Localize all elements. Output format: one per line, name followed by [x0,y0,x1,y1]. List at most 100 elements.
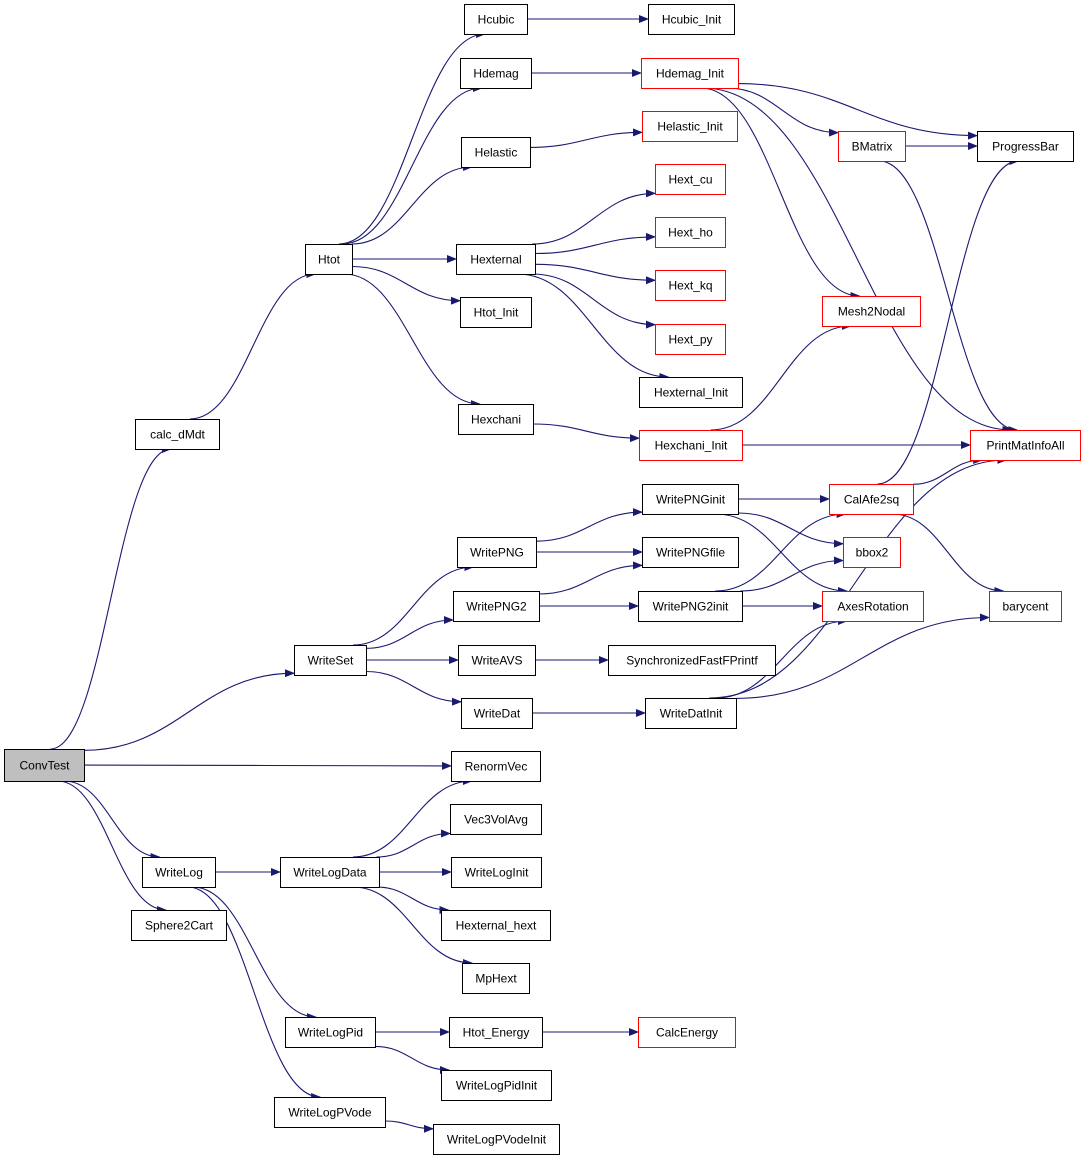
node-WritePNG2[interactable]: WritePNG2 [453,591,540,622]
node-Helastic[interactable]: Helastic [461,137,531,168]
edge-Htot-to-Hdemag [341,84,483,245]
node-WriteLogPidInit[interactable]: WriteLogPidInit [441,1070,552,1101]
node-box-WriteAVS [458,645,536,676]
node-Hexternal[interactable]: Hexternal [456,244,536,275]
node-Hexternal_hext[interactable]: Hexternal_hext [441,910,551,941]
node-WriteDat[interactable]: WriteDat [461,698,533,729]
edge-WriteSet-to-WriteDat [365,670,462,706]
edge-Helastic-to-Helastic_Init [529,128,643,148]
node-box-Hexternal_Init [639,377,743,408]
node-label-Helastic: Helastic [475,146,518,160]
node-WriteAVS[interactable]: WriteAVS [458,645,536,676]
node-MpHext[interactable]: MpHext [462,963,530,994]
edge-Hexternal-to-Hext_cu [531,189,656,245]
node-box-Hdemag [460,58,532,89]
node-label-Htot_Energy: Htot_Energy [463,1026,530,1040]
edge-Htot-to-Hcubic [338,30,487,245]
node-label-WriteLogPid: WriteLogPid [298,1026,363,1040]
node-Hdemag_Init[interactable]: Hdemag_Init [641,58,739,89]
node-label-WriteDat: WriteDat [474,707,521,721]
node-box-CalAfe2sq [829,484,914,515]
node-Hcubic_Init[interactable]: Hcubic_Init [648,4,735,35]
node-bbox2[interactable]: bbox2 [843,537,901,568]
node-label-Hexchani: Hexchani [471,413,521,427]
node-ProgressBar[interactable]: ProgressBar [977,131,1074,162]
node-box-Mesh2Nodal [822,296,921,327]
node-box-PrintMatInfoAll [970,430,1081,461]
node-Hext_ho[interactable]: Hext_ho [655,217,726,248]
node-Htot_Init[interactable]: Htot_Init [460,297,532,328]
node-WriteLogPVodeInit[interactable]: WriteLogPVodeInit [433,1124,560,1155]
node-label-WriteSet: WriteSet [308,654,354,668]
node-label-Vec3VolAvg: Vec3VolAvg [464,813,528,827]
node-label-Hdemag: Hdemag [473,67,518,81]
edge-CalAfe2sq-to-barycent [892,513,1005,595]
edge-WriteLogData-to-MpHext [352,886,473,967]
node-Hext_py[interactable]: Hext_py [655,324,726,355]
node-Hext_cu[interactable]: Hext_cu [655,164,726,195]
node-WriteLogData[interactable]: WriteLogData [280,857,380,888]
edge-WriteLog-to-WriteLogPid [192,886,317,1021]
node-CalcEnergy[interactable]: CalcEnergy [638,1017,736,1048]
node-WritePNG2init[interactable]: WritePNG2init [638,591,743,622]
node-label-Hext_cu: Hext_cu [668,173,712,187]
node-WriteLog[interactable]: WriteLog [142,857,216,888]
node-WriteLogPid[interactable]: WriteLogPid [285,1017,376,1048]
node-barycent[interactable]: barycent [989,591,1062,622]
node-label-barycent: barycent [1002,600,1049,614]
node-Vec3VolAvg[interactable]: Vec3VolAvg [450,804,542,835]
node-Hexchani[interactable]: Hexchani [458,404,534,435]
node-label-calc_dMdt: calc_dMdt [150,428,205,442]
edge-WriteSet-to-WritePNG [353,563,475,646]
edge-Hdemag_Init-to-Mesh2Nodal [700,87,861,300]
node-WritePNGfile[interactable]: WritePNGfile [642,537,739,568]
node-WriteLogInit[interactable]: WriteLogInit [451,857,542,888]
node-WritePNG[interactable]: WritePNG [457,537,537,568]
node-BMatrix[interactable]: BMatrix [838,131,906,162]
node-Mesh2Nodal[interactable]: Mesh2Nodal [822,296,921,327]
edge-ConvTest-to-RenormVec [83,761,452,770]
node-box-WriteDat [461,698,533,729]
node-WritePNGinit[interactable]: WritePNGinit [642,484,739,515]
node-box-WriteSet [294,645,367,676]
node-WriteDatInit[interactable]: WriteDatInit [645,698,737,729]
node-Hexchani_Init[interactable]: Hexchani_Init [639,430,743,461]
node-WriteSet[interactable]: WriteSet [294,645,367,676]
node-box-Hext_ho [655,217,726,248]
node-Helastic_Init[interactable]: Helastic_Init [642,111,738,142]
node-box-Hexchani_Init [639,430,743,461]
edge-WriteDatInit-to-barycent [735,613,990,699]
node-calc_dMdt[interactable]: calc_dMdt [135,419,220,450]
node-box-SynchronizedFastFPrintf [608,645,776,676]
node-box-Hexternal [456,244,536,275]
node-Htot[interactable]: Htot [305,244,353,275]
node-Hext_kq[interactable]: Hext_kq [655,270,726,301]
edge-WritePNG2-to-WritePNGfile [538,561,643,595]
node-label-SynchronizedFastFPrintf: SynchronizedFastFPrintf [626,654,758,668]
node-Hcubic[interactable]: Hcubic [464,4,528,35]
node-box-ProgressBar [977,131,1074,162]
node-label-WritePNGinit: WritePNGinit [656,493,726,507]
node-box-WritePNGinit [642,484,739,515]
node-AxesRotation[interactable]: AxesRotation [822,591,924,622]
node-Sphere2Cart[interactable]: Sphere2Cart [131,910,227,941]
node-Hdemag[interactable]: Hdemag [460,58,532,89]
node-PrintMatInfoAll[interactable]: PrintMatInfoAll [970,430,1081,461]
node-SynchronizedFastFPrintf[interactable]: SynchronizedFastFPrintf [608,645,776,676]
node-label-WriteLogPidInit: WriteLogPidInit [456,1079,538,1093]
node-box-WritePNGfile [642,537,739,568]
node-WriteLogPVode[interactable]: WriteLogPVode [274,1097,386,1128]
node-label-bbox2: bbox2 [856,546,889,560]
node-Hexternal_Init[interactable]: Hexternal_Init [639,377,743,408]
node-label-Sphere2Cart: Sphere2Cart [145,919,214,933]
node-RenormVec[interactable]: RenormVec [451,751,541,782]
node-box-WriteLogPidInit [441,1070,552,1101]
node-ConvTest[interactable]: ConvTest [4,749,85,782]
node-label-WriteLogPVodeInit: WriteLogPVodeInit [447,1133,547,1147]
edge-Htot-to-Hexchani [344,273,481,408]
node-Htot_Energy[interactable]: Htot_Energy [449,1017,543,1048]
node-CalAfe2sq[interactable]: CalAfe2sq [829,484,914,515]
node-box-WritePNG [457,537,537,568]
node-box-WriteLogInit [451,857,542,888]
